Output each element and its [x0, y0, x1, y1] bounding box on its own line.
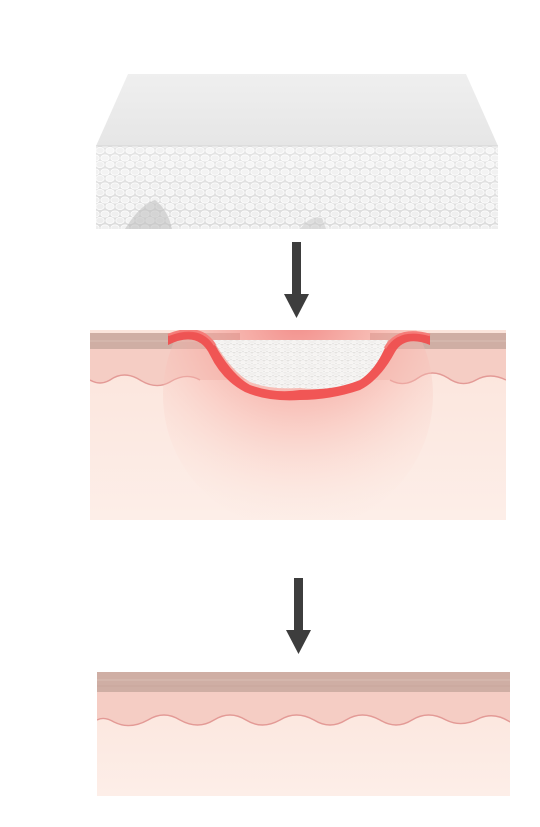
- healed-skin: [97, 672, 510, 796]
- dressing-top-face: [96, 74, 498, 146]
- down-arrow-icon: [286, 578, 311, 654]
- epidermis-healed: [97, 672, 510, 692]
- dressing-block: [96, 74, 498, 229]
- down-arrow-icon: [284, 242, 309, 318]
